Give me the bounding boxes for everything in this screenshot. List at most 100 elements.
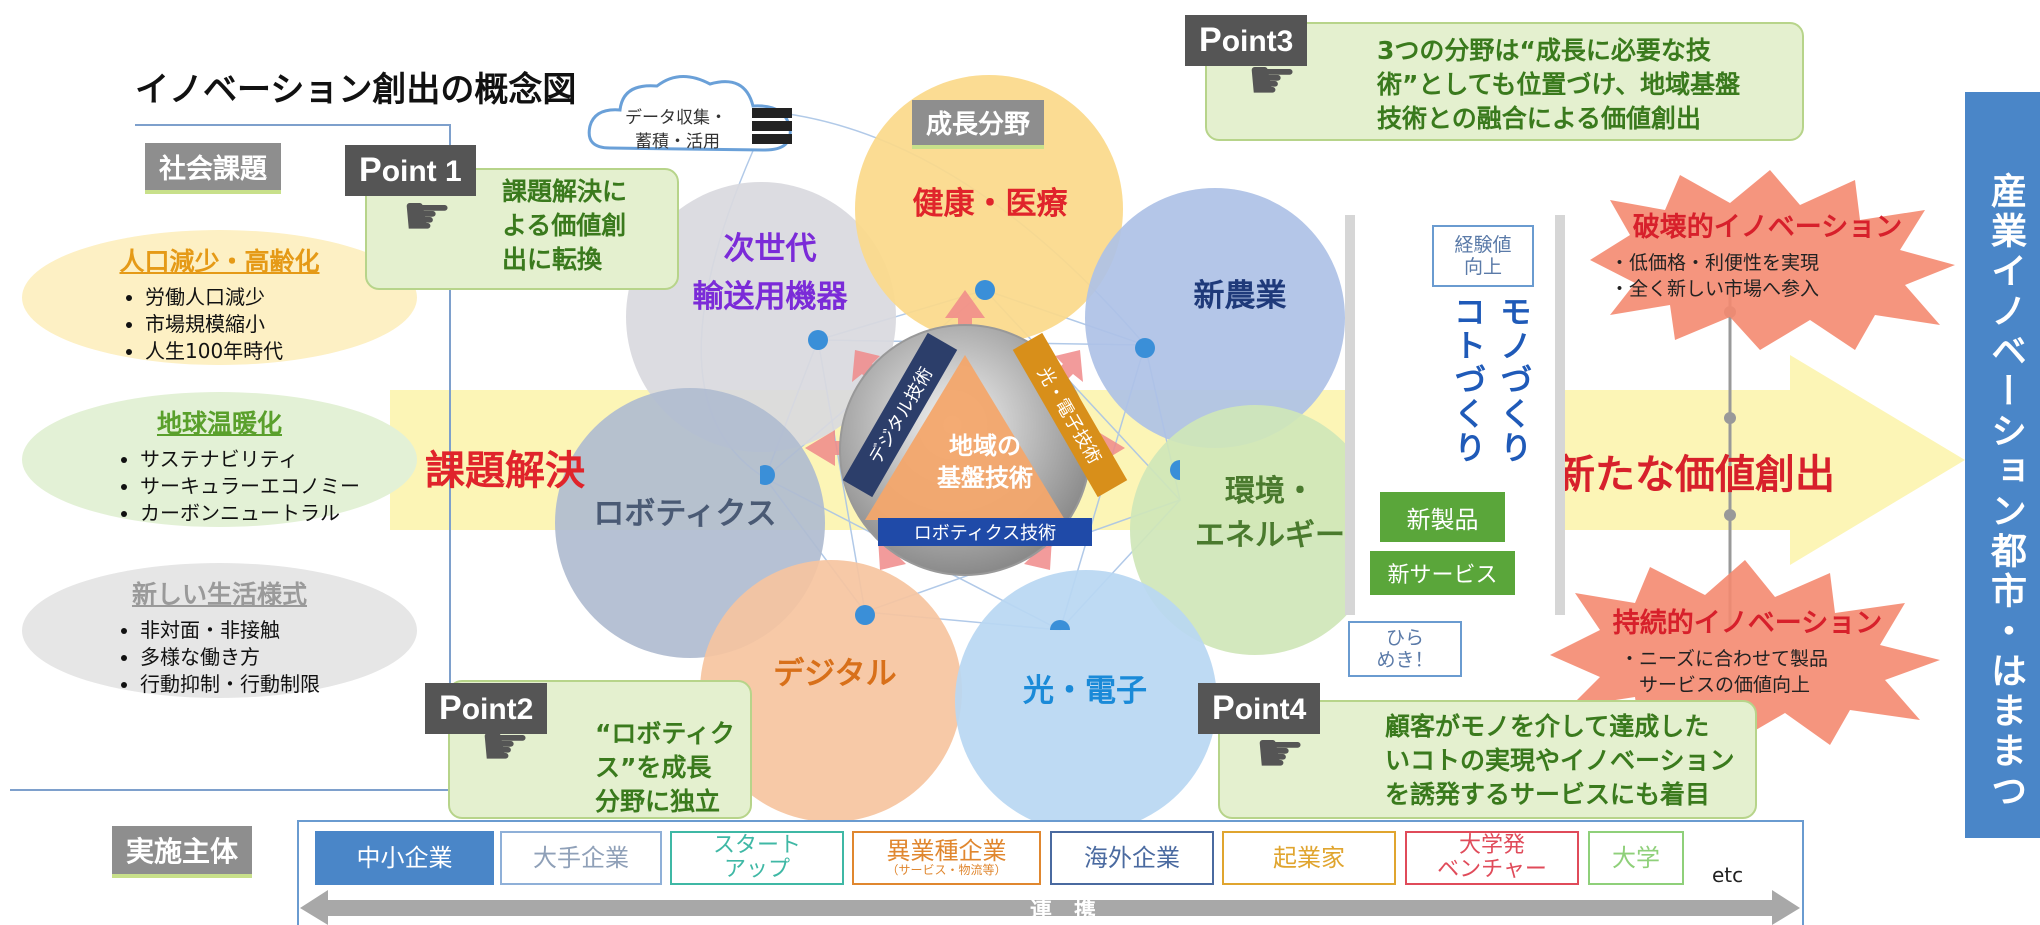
innovation-item: サービスの価値向上: [1620, 674, 1811, 696]
field-label-next-gen: 次世代 輸送用機器: [660, 225, 880, 321]
field-circle-photonics: [955, 570, 1217, 832]
field-circle-agri: [1085, 188, 1345, 448]
point1-tag: Point 1: [345, 145, 476, 196]
hirameki-line: ひら: [1385, 627, 1424, 649]
issue-title: 人口減少・高齢化: [119, 247, 320, 276]
point-tag-prefix: P: [359, 151, 382, 189]
point-text: 顧客がモノを介して達成した: [1385, 712, 1710, 741]
point-tag-prefix: P: [1199, 21, 1222, 59]
pointing-hand-icon: ☛: [1247, 48, 1298, 113]
hirameki-line: めき！: [1376, 649, 1434, 671]
issue-item: 労働人口減少: [145, 284, 417, 311]
burst-shape-disruptive: [1590, 170, 1955, 350]
point-text: 3つの分野は“成長に必要な技: [1377, 36, 1711, 65]
experience-line: 向上: [1463, 256, 1502, 278]
enterprise-box: 大学発 ベンチャー: [1405, 831, 1579, 885]
point4-tag: Point4: [1198, 683, 1321, 734]
frame-line: [10, 124, 451, 791]
innovation-sustaining: 持続的イノベーション ・ニーズに合わせて製品 サービスの価値向上: [1570, 601, 1925, 698]
cloud-text: データ収集・: [625, 108, 727, 128]
field-label-line: 環境・: [1225, 474, 1315, 509]
implementers-label: 実施主体: [112, 826, 253, 878]
point-text: 出に転換: [502, 245, 603, 274]
issue-item: サーキュラーエコノミー: [140, 473, 417, 500]
burst-shape-sustaining: [1550, 560, 1940, 745]
enterprise-box: 海外企業: [1050, 831, 1214, 885]
point-text: 分野に独立: [595, 787, 721, 816]
innovation-item: ・低価格・利便性を実現: [1610, 252, 1820, 274]
innovation-item: ・ニーズに合わせて製品: [1620, 648, 1829, 670]
enterprise-label: 異業種企業: [886, 837, 1007, 865]
pointing-hand-icon: ☛: [480, 714, 531, 779]
issue-item: 多様な働き方: [140, 644, 417, 671]
growth-fields-label: 成長分野: [912, 100, 1045, 149]
core-triangle: [865, 355, 1065, 520]
point-text: いコトの実現やイノベーション: [1385, 746, 1735, 775]
new-product-badge: 新製品: [1380, 492, 1505, 542]
point1-box: ☛ 課題解決に よる価値創 出に転換: [365, 168, 679, 290]
enterprise-box: スタート アップ: [670, 831, 844, 885]
point3-tag: Point3: [1185, 15, 1308, 66]
field-label-digital: デジタル: [773, 656, 897, 692]
point-text: 課題解決に: [502, 177, 628, 206]
field-label-line: 輸送用機器: [692, 279, 848, 315]
issue-item: サステナビリティ: [140, 446, 417, 473]
point-text: よる価値創: [502, 211, 627, 240]
etc-label: etc: [1712, 863, 1744, 887]
innovation-title: 持続的イノベーション: [1612, 608, 1883, 639]
issue-item: 人生100年時代: [145, 338, 417, 365]
point-tag-suffix: oint2: [461, 693, 534, 726]
point-tag-prefix: P: [1212, 689, 1235, 727]
field-label-health: 健康・医療: [912, 186, 1068, 222]
enterprise-box: 大学: [1588, 831, 1684, 885]
point-text: を誘発するサービスにも着目: [1385, 780, 1711, 809]
enterprise-box: 異業種企業 （サービス・物流等）: [852, 831, 1041, 885]
monozukuri-vertical-text: モノづくり コトづくり: [1445, 295, 1537, 485]
field-label-line: エネルギー: [1195, 518, 1345, 553]
point-text: ス”を成長: [595, 753, 712, 782]
innovation-item: ・全く新しい市場へ参入: [1610, 278, 1820, 300]
experience-box: 経験値 向上: [1432, 225, 1534, 287]
field-label-line: 次世代: [723, 231, 817, 267]
point-text: 技術との融合による価値創出: [1377, 104, 1702, 133]
pointing-hand-icon: ☛: [402, 184, 453, 249]
innovation-title: 破壊的イノベーション: [1632, 212, 1903, 243]
field-label-robotics: ロボティクス: [593, 496, 777, 532]
point-tag-suffix: oint3: [1221, 25, 1294, 58]
social-issues-label: 社会課題: [145, 143, 281, 194]
issue-oval-population: 人口減少・高齢化 労働人口減少 市場規模縮小 人生100年時代: [22, 230, 417, 365]
field-label-env: 環境・ エネルギー: [1170, 470, 1370, 558]
pointing-hand-icon: ☛: [1255, 721, 1306, 786]
arrow-right-label: 新たな価値創出: [1555, 452, 1835, 498]
hirameki-box: ひら めき！: [1348, 621, 1462, 677]
issue-item: カーボンニュートラル: [140, 500, 417, 527]
point-tag-suffix: oint 1: [381, 155, 462, 188]
point-tag-prefix: P: [439, 689, 462, 727]
enterprise-box: 中小企業: [315, 831, 494, 885]
issue-oval-lifestyle: 新しい生活様式 非対面・非接触 多様な働き方 行動抑制・行動制限: [22, 563, 417, 698]
innovation-disruptive: 破壊的イノベーション ・低価格・利便性を実現 ・全く新しい市場へ参入: [1590, 205, 1945, 302]
issue-item: 市場規模縮小: [145, 311, 417, 338]
core-center-line: 地域の: [949, 432, 1021, 460]
core-center-line: 基盤技術: [937, 464, 1033, 492]
issue-item: 行動抑制・行動制限: [140, 671, 417, 698]
point-text: 術”としても位置づけ、地域基盤: [1377, 70, 1741, 99]
page-title: イノベーション創出の概念図: [135, 70, 577, 110]
point-tag-suffix: oint4: [1234, 693, 1307, 726]
field-label-photonics: 光・電子: [1023, 673, 1147, 709]
side-banner-text: 産業イノベーション都市・はままつ: [1985, 172, 2026, 812]
point-text: “ロボティク: [595, 719, 735, 748]
cloud-text: 蓄積・活用: [635, 132, 720, 152]
enterprise-box: 起業家: [1222, 831, 1396, 885]
server-icon: [752, 108, 792, 144]
issue-title: 地球温暖化: [156, 409, 282, 438]
enterprise-box: 大手企業: [500, 831, 662, 885]
experience-line: 経験値: [1454, 234, 1512, 256]
field-label-agri: 新農業: [1193, 278, 1287, 314]
core-center-label: 地域の 基盤技術: [905, 430, 1065, 494]
issue-title: 新しい生活様式: [131, 580, 307, 609]
issue-oval-warming: 地球温暖化 サステナビリティ サーキュラーエコノミー カーボンニュートラル: [22, 392, 417, 527]
monozukuri-col: モノづくり: [1495, 295, 1533, 465]
cloud-icon: データ収集・ 蓄積・活用: [585, 68, 815, 160]
arrow-left-label: 課題解決: [425, 448, 585, 494]
